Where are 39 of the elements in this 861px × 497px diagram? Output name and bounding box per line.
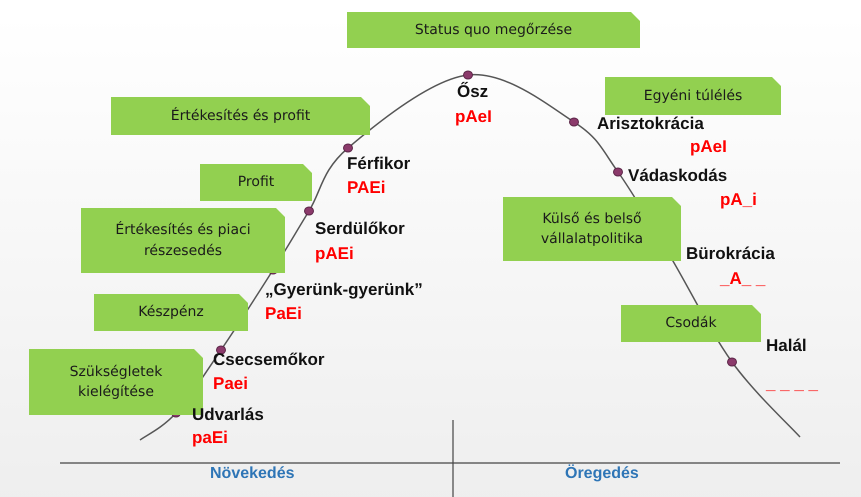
- stage-code: _ _ _ _: [766, 374, 818, 394]
- strategy-box: [94, 294, 248, 331]
- strategy-box: [503, 197, 681, 261]
- stage-name: „Gyerünk-gyerünk”: [265, 280, 423, 300]
- strategy-box: [605, 77, 781, 115]
- box-text: Szükségletek kielégítése: [68, 362, 164, 402]
- stage-name: Arisztokrácia: [597, 114, 704, 134]
- box-text: Értékesítés és profit: [170, 106, 310, 126]
- stage-name: Férfikor: [347, 154, 410, 174]
- phase-label: Növekedés: [210, 465, 294, 483]
- stage-name: Csecsemőkor: [213, 350, 325, 370]
- stage-name: Udvarlás: [192, 405, 264, 425]
- strategy-box: [347, 12, 640, 48]
- box-text: Értékesítés és piaci részesedés: [114, 220, 252, 260]
- stage-code: pAeI: [690, 137, 727, 157]
- box-text: Külső és belső vállalatpolitika: [540, 210, 644, 249]
- stage-name: Serdülőkor: [315, 219, 405, 239]
- strategy-box: [111, 97, 370, 135]
- box-text: Egyéni túlélés: [644, 86, 742, 106]
- box-text: Készpénz: [138, 303, 204, 322]
- stage-code: _A_ _: [720, 269, 766, 289]
- strategy-box: [81, 208, 285, 273]
- stage-code: pAEi: [315, 244, 354, 264]
- phase-label: Öregedés: [565, 465, 639, 483]
- stage-name: Bürokrácia: [686, 244, 775, 264]
- strategy-box: [621, 305, 761, 342]
- stage-code: PAEi: [347, 178, 386, 198]
- stage-code: PaEi: [265, 304, 302, 324]
- stage-name: Vádaskodás: [628, 166, 728, 186]
- stage-name: Halál: [766, 336, 807, 356]
- stage-name: Ősz: [457, 82, 488, 102]
- box-text: Csodák: [665, 314, 717, 334]
- stage-code: Paei: [213, 374, 248, 394]
- strategy-box: [200, 164, 312, 201]
- stage-code: pAeI: [455, 107, 492, 127]
- box-text: Status quo megőrzése: [414, 20, 572, 40]
- stage-code: pA_i: [720, 190, 757, 210]
- stage-code: paEi: [192, 428, 228, 448]
- box-text: Profit: [238, 173, 274, 192]
